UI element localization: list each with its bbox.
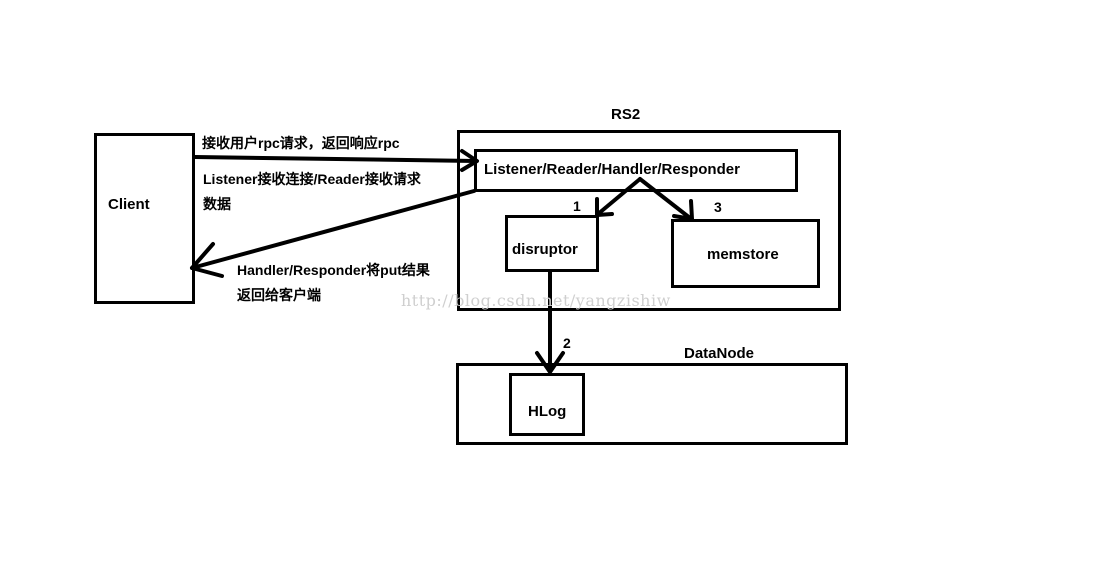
rs2-label: RS2 bbox=[611, 106, 641, 123]
listener-note-line1: Listener接收连接/Reader接收请求 bbox=[203, 171, 421, 187]
disruptor-box bbox=[505, 215, 599, 272]
step-2-label: 2 bbox=[563, 335, 571, 351]
step-3-label: 3 bbox=[714, 199, 722, 215]
response-note-line1: Handler/Responder将put结果 bbox=[237, 262, 430, 278]
client-label: Client bbox=[108, 196, 150, 213]
listener-label: Listener/Reader/Handler/Responder bbox=[484, 161, 740, 178]
datanode-label: DataNode bbox=[684, 345, 755, 362]
hlog-box bbox=[509, 373, 585, 436]
watermark: http://blog.csdn.net/yangzishiw bbox=[401, 291, 671, 310]
response-arrow bbox=[190, 189, 476, 270]
hlog-label: HLog bbox=[528, 403, 567, 420]
response-note-line2: 返回给客户端 bbox=[237, 287, 321, 303]
memstore-box bbox=[671, 219, 820, 288]
step-1-label: 1 bbox=[573, 198, 581, 214]
request-label: 接收用户rpc请求，返回响应rpc bbox=[202, 135, 400, 151]
request-arrow bbox=[193, 155, 478, 163]
disruptor-label: disruptor bbox=[512, 241, 578, 258]
listener-note-line2: 数据 bbox=[203, 196, 231, 212]
client-box bbox=[94, 133, 195, 304]
response-arrowhead bbox=[190, 242, 224, 278]
memstore-label: memstore bbox=[707, 246, 779, 263]
